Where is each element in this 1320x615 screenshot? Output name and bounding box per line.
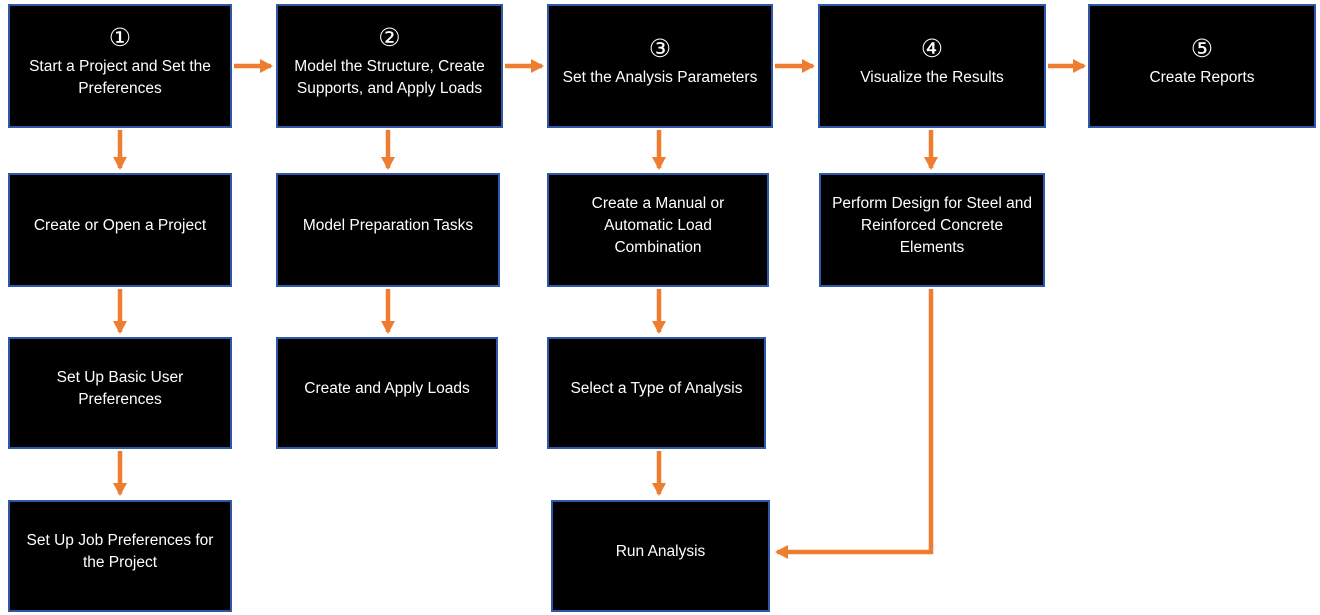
node-label: Model Preparation Tasks (302, 217, 474, 234)
node-label: Select a Type of Analysis (570, 380, 743, 397)
node-load-combination: Create a Manual or Automatic Load Combin… (547, 173, 769, 287)
node-label: Set the Analysis Parameters (562, 69, 758, 87)
node-select-analysis-type: Select a Type of Analysis (547, 337, 766, 449)
node-analysis-parameters: ③ Set the Analysis Parameters (547, 4, 773, 128)
node-run-analysis: Run Analysis (551, 500, 770, 612)
node-basic-user-preferences: Set Up Basic User Preferences (8, 337, 232, 449)
node-job-preferences: Set Up Job Preferences for the Project (8, 500, 232, 612)
step-number-3: ③ (648, 34, 672, 63)
node-label: Create or Open a Project (33, 217, 207, 234)
node-label: Create Reports (1149, 69, 1255, 87)
node-create-open-project: Create or Open a Project (8, 173, 232, 287)
node-label: Visualize the Results (860, 69, 1004, 87)
node-model-structure: ② Model the Structure, Create Supports, … (276, 4, 503, 128)
step-number-4: ④ (920, 34, 944, 63)
step-number-2: ② (378, 23, 401, 52)
node-label: Create and Apply Loads (304, 380, 470, 397)
node-label: Run Analysis (615, 543, 706, 560)
node-model-preparation-tasks: Model Preparation Tasks (276, 173, 500, 287)
node-visualize-results: ④ Visualize the Results (818, 4, 1046, 128)
arrow-perform-design-run-analysis (775, 289, 934, 559)
node-label: Set Up Basic User Preferences (56, 369, 184, 408)
node-create-apply-loads: Create and Apply Loads (276, 337, 498, 449)
node-label: Start a Project and Set the Preferences (29, 58, 211, 98)
node-label: Create a Manual or Automatic Load Combin… (591, 195, 725, 256)
node-perform-design: Perform Design for Steel and Reinforced … (819, 173, 1045, 287)
node-label: Model the Structure, Create Supports, an… (294, 58, 485, 98)
node-label: Set Up Job Preferences for the Project (26, 532, 214, 571)
step-number-5: ⑤ (1190, 34, 1214, 63)
node-create-reports: ⑤ Create Reports (1088, 4, 1316, 128)
node-start-project: ① Start a Project and Set the Preference… (8, 4, 232, 128)
step-number-1: ① (108, 23, 132, 52)
node-label: Perform Design for Steel and Reinforced … (832, 195, 1032, 256)
